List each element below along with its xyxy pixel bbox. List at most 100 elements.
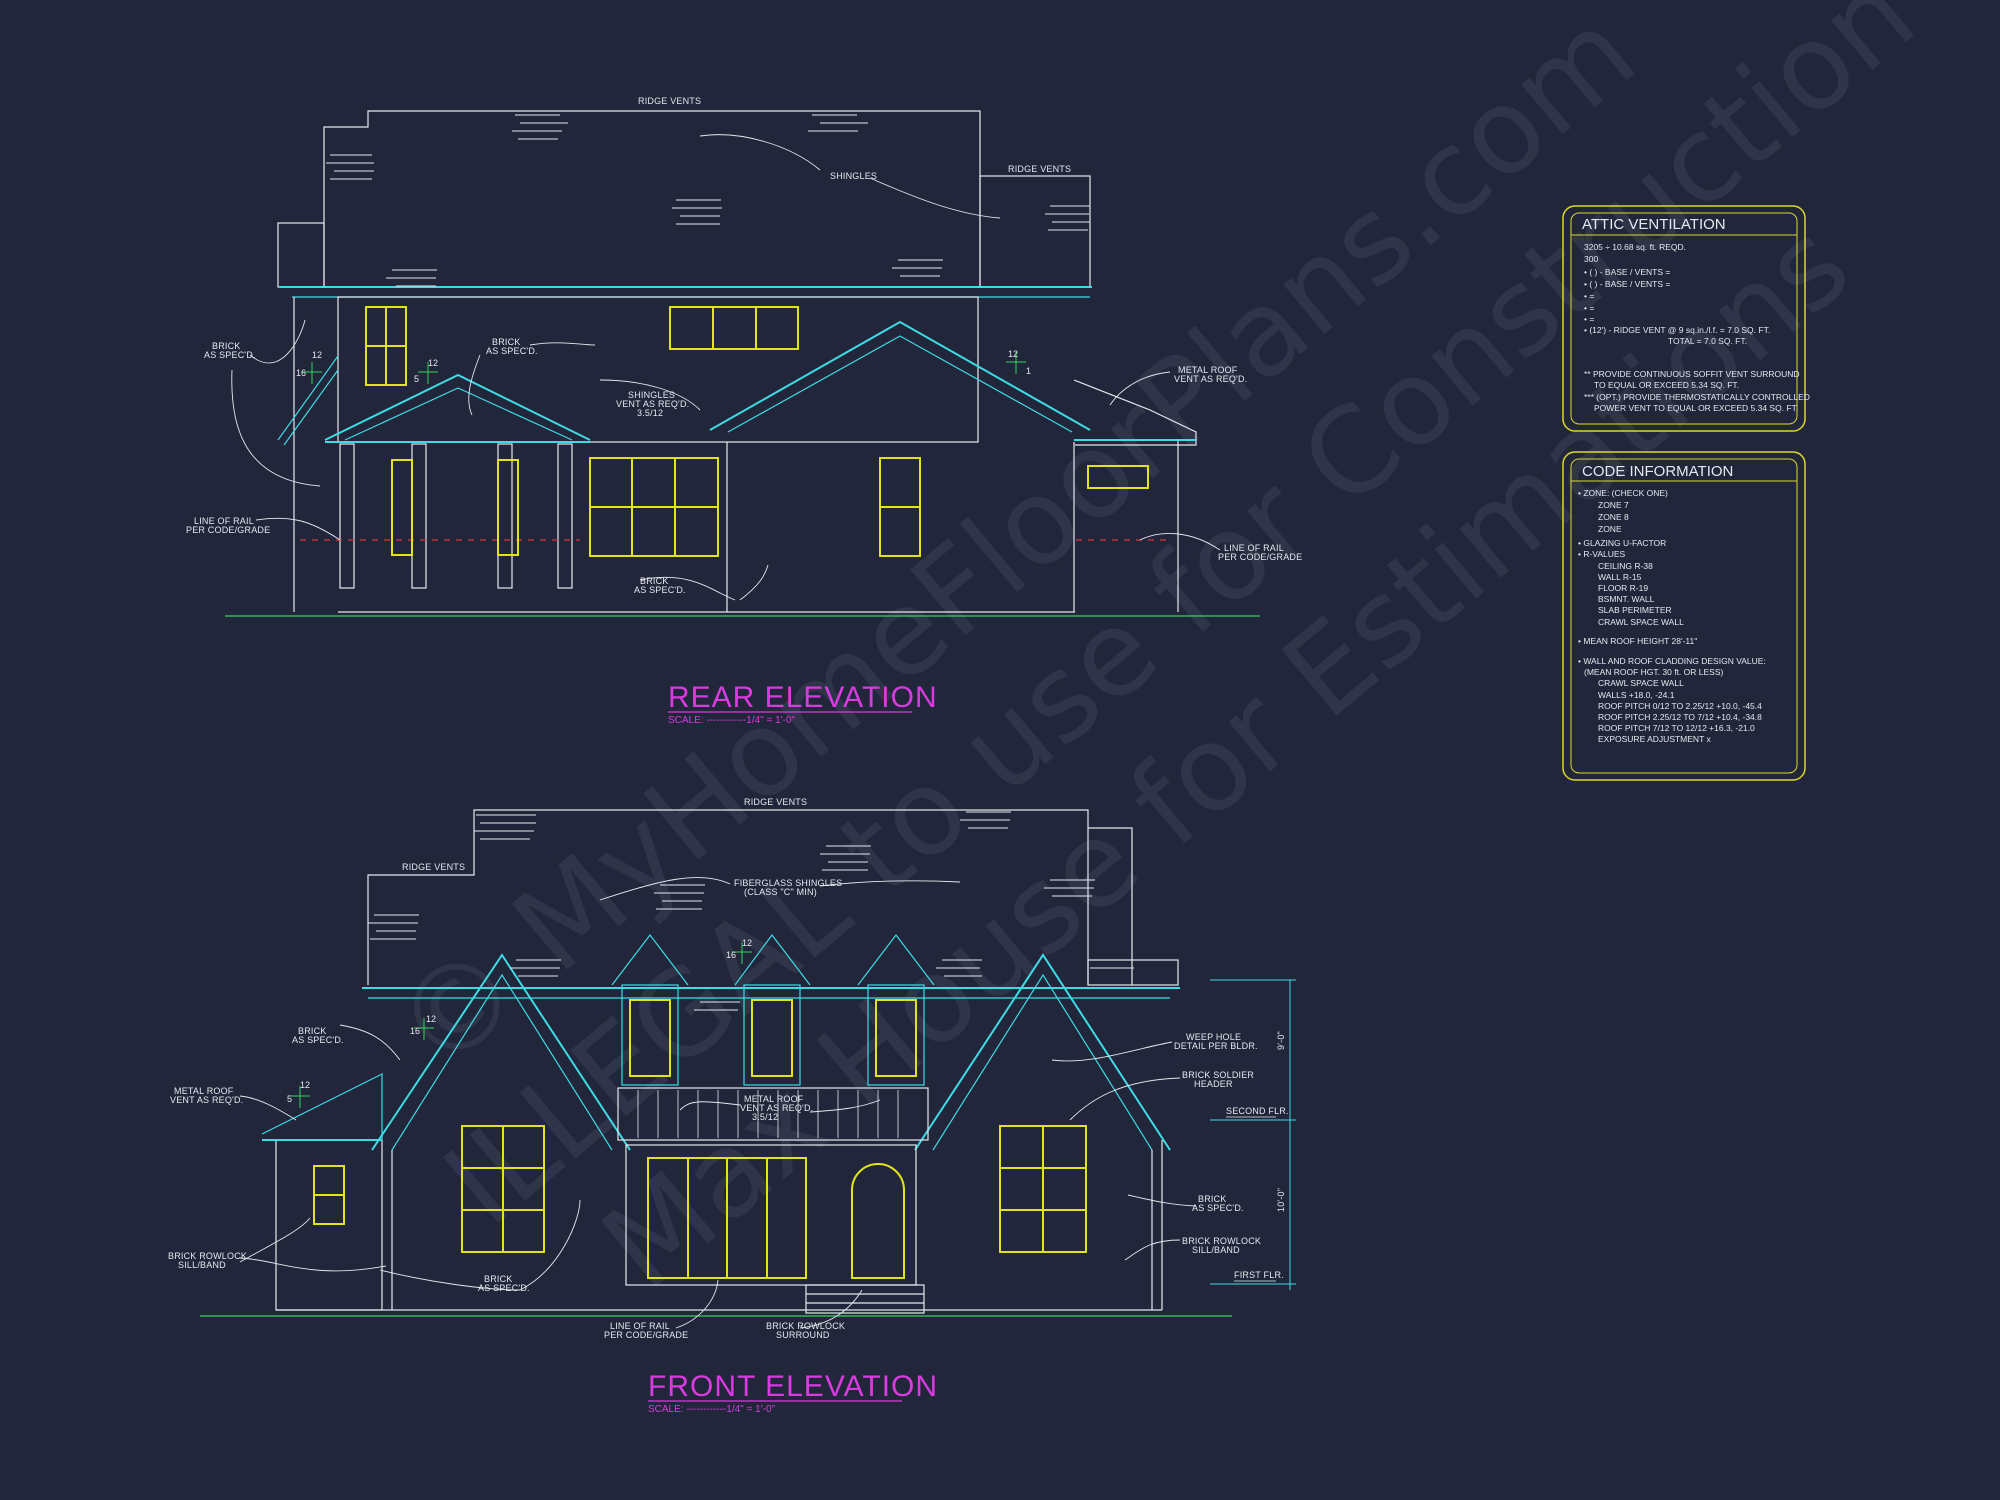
rear-labels: RIDGE VENTS RIDGE VENTS SHINGLES BRICK A… <box>186 96 1302 726</box>
rear-chimney-left <box>277 222 325 288</box>
front-first-flr: FIRST FLR. <box>1234 1270 1284 1280</box>
front-right-chimney <box>1087 959 1179 986</box>
attic-line-11: *** (OPT.) PROVIDE THERMOSTATICALLY CONT… <box>1584 392 1810 402</box>
leader <box>231 369 321 487</box>
front-pitch-symbols <box>290 942 752 1108</box>
leader <box>519 1199 581 1291</box>
rear-shingles: SHINGLES <box>830 171 877 181</box>
rear-brick-left-2: AS SPEC'D. <box>204 350 256 360</box>
code-line-8: FLOOR R-19 <box>1598 583 1648 593</box>
front-metal-roof-band <box>617 1087 929 1141</box>
front-dim-lower: 10'-0" <box>1276 1188 1286 1212</box>
front-right-gable-inner <box>932 973 1153 1151</box>
rear-right-roof <box>979 175 1091 288</box>
front-dormer-1-roof <box>611 934 689 986</box>
attic-line-9: ** PROVIDE CONTINUOUS SOFFIT VENT SURROU… <box>1584 369 1800 379</box>
front-ridge-vents-left: RIDGE VENTS <box>402 862 465 872</box>
rear-pitch-b-run: 12 <box>428 358 438 368</box>
front-fiberglass-1: FIBERGLASS SHINGLES <box>734 878 842 888</box>
front-dimension-line <box>1210 979 1296 1290</box>
code-line-17: ROOF PITCH 0/12 TO 2.25/12 +10.0, -45.4 <box>1598 701 1762 711</box>
front-rowlock-surround-1: BRICK ROWLOCK <box>766 1321 845 1331</box>
leader <box>1109 371 1171 406</box>
front-main-roof <box>367 809 1089 985</box>
code-line-14: (MEAN ROOF HGT. 30 ft. OR LESS) <box>1584 667 1723 677</box>
front-arched-window <box>851 1163 905 1279</box>
front-dormer-2-body <box>743 984 801 1086</box>
front-dormer-3-body <box>867 984 925 1086</box>
attic-line-3: • ( ) - BASE / VENTS = <box>1584 279 1670 289</box>
brick-patch <box>654 884 705 910</box>
front-brick-bottom-1: BRICK <box>484 1274 513 1284</box>
rear-brick-bottom-2: AS SPEC'D. <box>634 585 686 595</box>
rear-brick-patches <box>326 114 1090 287</box>
code-line-7: WALL R-15 <box>1598 572 1642 582</box>
rear-ridge-vents-top: RIDGE VENTS <box>638 96 701 106</box>
front-windows <box>313 999 1087 1279</box>
leader <box>599 379 701 411</box>
code-line-12: • MEAN ROOF HEIGHT 28'-11" <box>1578 636 1697 646</box>
front-rail-2: PER CODE/GRADE <box>604 1330 688 1340</box>
rear-metal-roof-1: METAL ROOF <box>1178 365 1238 375</box>
rear-rail-right-2: PER CODE/GRADE <box>1218 552 1302 562</box>
leader <box>799 1289 863 1329</box>
leader <box>599 877 731 901</box>
brick-patch <box>820 845 871 871</box>
front-metal-roof-mid-2: VENT AS REQ'D. <box>740 1103 813 1113</box>
front-window-dormer-1 <box>629 999 671 1077</box>
brick-patch <box>960 811 1011 829</box>
rear-main-roof <box>323 110 981 287</box>
front-fiberglass-2: (CLASS "C" MIN) <box>744 887 817 897</box>
front-left-gable <box>371 953 631 1151</box>
attic-title: ATTIC VENTILATION <box>1582 216 1726 233</box>
front-left-shed <box>261 1073 383 1141</box>
front-weep-2: DETAIL PER BLDR. <box>1174 1041 1258 1051</box>
front-soldier-2: HEADER <box>1194 1079 1233 1089</box>
rear-brick-bottom-1: BRICK <box>640 576 669 586</box>
front-pitch-c-rise: 5 <box>287 1094 292 1104</box>
front-brick-right-2: AS SPEC'D. <box>1192 1203 1244 1213</box>
rear-rail-left-1: LINE OF RAIL <box>194 516 254 526</box>
rear-right-shed <box>1073 379 1197 446</box>
rear-pitch-c-rise: 1 <box>1026 366 1031 376</box>
brick-patch <box>1044 879 1095 897</box>
leader <box>379 1269 521 1291</box>
rear-leaders <box>231 134 1221 601</box>
leader <box>239 1217 311 1263</box>
leader <box>1139 532 1221 551</box>
rear-pitch-b-rise: 5 <box>414 374 419 384</box>
leader <box>809 1099 881 1113</box>
rear-window-porch-2 <box>497 459 519 556</box>
front-metal-roof-mid-1: METAL ROOF <box>744 1094 804 1104</box>
rear-metal-roof-2: VENT AS REQ'D. <box>1174 374 1247 384</box>
brick-patch <box>510 959 561 977</box>
attic-line-5: • = <box>1584 303 1594 313</box>
brick-patch <box>1090 959 1136 969</box>
pitch-symbol <box>732 942 752 964</box>
code-information-box: CODE INFORMATION • ZONE: (CHECK ONE) ZON… <box>1562 451 1806 781</box>
front-right-gable <box>914 953 1171 1151</box>
front-rowlock-right-1: BRICK ROWLOCK <box>1182 1236 1261 1246</box>
front-pitch-b-run: 12 <box>742 938 752 948</box>
front-rail-1: LINE OF RAIL <box>610 1321 670 1331</box>
front-pitch-c-run: 12 <box>300 1080 310 1090</box>
front-right-step <box>1088 827 1133 985</box>
code-line-1: ZONE 7 <box>1598 500 1629 510</box>
front-rowlock-right-2: SILL/BAND <box>1192 1245 1240 1255</box>
front-window-dormer-3 <box>875 999 917 1077</box>
attic-line-1: 300 <box>1584 254 1598 264</box>
rear-column-4 <box>557 443 573 589</box>
brick-patch <box>892 259 943 277</box>
code-line-3: ZONE <box>1598 524 1622 534</box>
leader <box>675 1279 719 1329</box>
front-dormer-3-roof <box>857 934 935 986</box>
pitch-symbol <box>1006 352 1026 374</box>
rear-shingles-vent-2: VENT AS REQ'D. <box>616 399 689 409</box>
front-dim-upper: 9'-0" <box>1276 1031 1286 1050</box>
brick-patch <box>1045 205 1090 231</box>
rear-porch-gable-inner <box>344 387 573 441</box>
attic-line-6: • = <box>1584 314 1594 324</box>
rear-column-2 <box>411 443 427 589</box>
rear-brick-left-1: BRICK <box>212 341 241 351</box>
front-weep-1: WEEP HOLE <box>1186 1032 1241 1042</box>
